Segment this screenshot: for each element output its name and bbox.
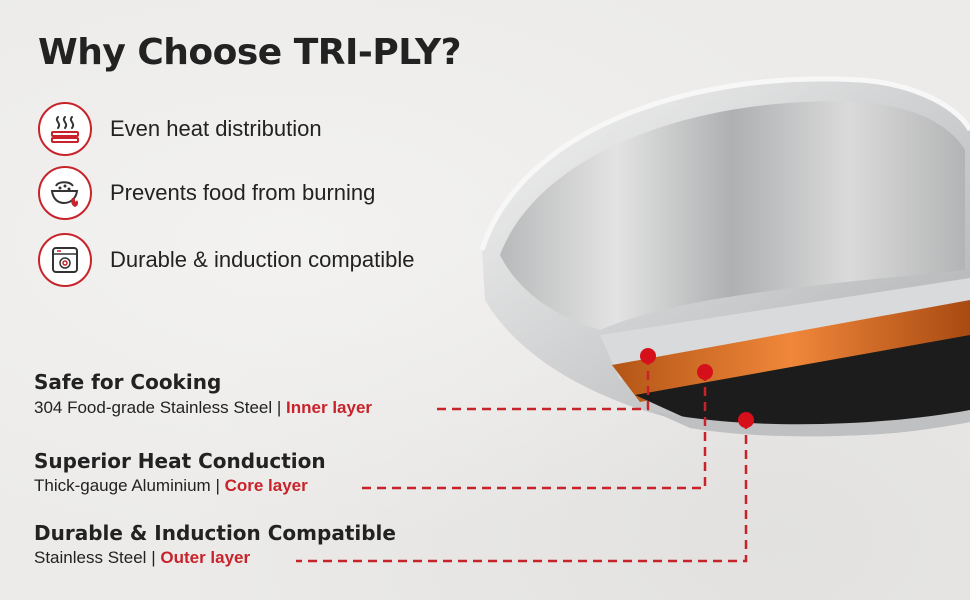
- feature-label: Even heat distribution: [110, 116, 322, 141]
- separator: |: [215, 476, 220, 495]
- inner-layer-title: Safe for Cooking: [34, 370, 222, 394]
- outer-layer-material: Stainless Steel: [34, 548, 147, 567]
- separator: |: [151, 548, 156, 567]
- feature-label: Prevents food from burning: [110, 180, 376, 205]
- outer-layer-dot: [738, 412, 754, 428]
- feature-prevents-burning: Prevents food from burning: [38, 165, 375, 221]
- inner-layer-dot: [640, 348, 656, 364]
- core-layer-dot: [697, 364, 713, 380]
- feature-durable-induction: Durable & induction compatible: [38, 232, 415, 288]
- pan-inner-bowl: [500, 101, 965, 330]
- core-layer-title: Superior Heat Conduction: [34, 449, 326, 473]
- core-layer-label: Core layer: [224, 476, 308, 495]
- core-layer-connector: [360, 372, 707, 490]
- core-layer-description: Thick-gauge Aluminium | Core layer: [34, 476, 308, 496]
- outer-layer-title: Durable & Induction Compatible: [34, 521, 396, 545]
- pan-bottom-edge: [650, 410, 970, 437]
- core-layer-material: Thick-gauge Aluminium: [34, 476, 211, 495]
- inner-layer-material: 304 Food-grade Stainless Steel: [34, 398, 273, 417]
- separator: |: [276, 398, 282, 417]
- outer-layer-description: Stainless Steel | Outer layer: [34, 548, 250, 568]
- outer-layer-connector: [296, 420, 748, 563]
- inner-layer-label: Inner layer: [286, 398, 373, 417]
- outer-dark-layer: [635, 335, 970, 428]
- outer-layer-label: Outer layer: [160, 548, 251, 567]
- inner-layer-description: 304 Food-grade Stainless Steel | Inner l…: [34, 398, 372, 418]
- page-title: Why Choose TRI-PLY?: [38, 32, 462, 73]
- inner-layer-connector: [432, 356, 650, 411]
- feature-even-heat: Even heat distribution: [38, 101, 322, 157]
- food-bowl-flame-icon: [38, 166, 92, 220]
- heat-waves-icon: [38, 102, 92, 156]
- induction-cooktop-icon: [38, 233, 92, 287]
- feature-label: Durable & induction compatible: [110, 247, 415, 272]
- pan-rim: [479, 76, 970, 251]
